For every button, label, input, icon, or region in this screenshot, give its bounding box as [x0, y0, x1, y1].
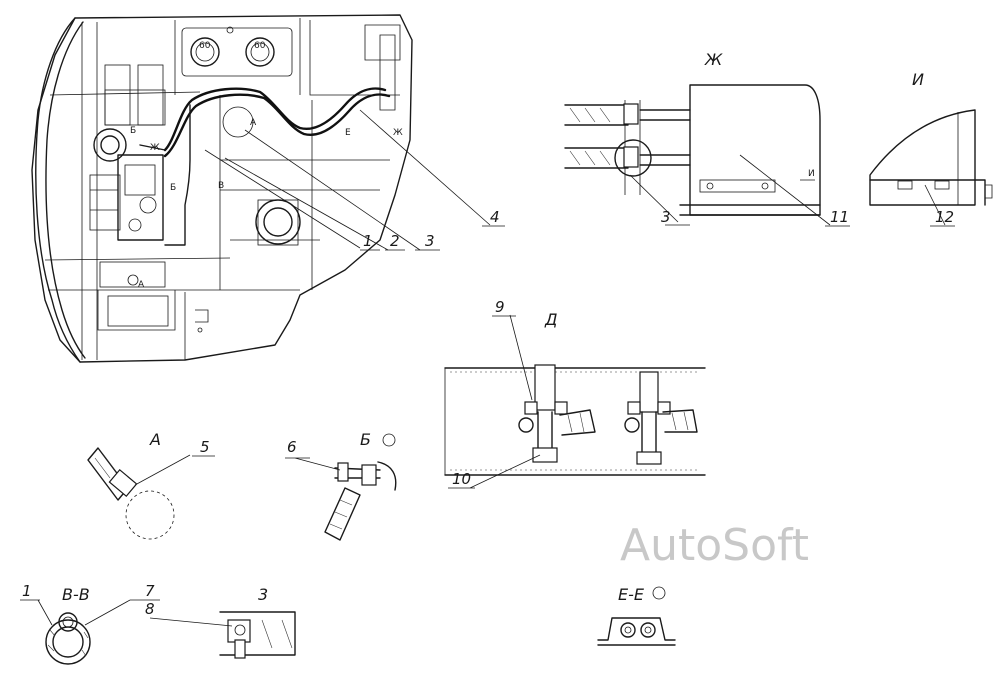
view-zh: Ж И 3 11: [564, 50, 850, 227]
main-letter-zh: Ж: [393, 128, 403, 138]
section-ee-title: Е-Е: [618, 585, 645, 604]
main-letter-a2: А: [138, 280, 145, 290]
view-a: А 5: [87, 430, 215, 540]
view-zh-callout-3: 3: [661, 208, 671, 226]
section-vv: В-В 1 7 8: [20, 582, 160, 665]
watermark: AutoSoft: [620, 520, 809, 571]
view-a-title: А: [149, 430, 161, 449]
view-zh-title: Ж: [704, 50, 723, 69]
main-view: 60 60: [31, 14, 505, 363]
main-letter-e: Е: [345, 128, 351, 138]
section-vv-callout-8: 8: [145, 600, 155, 618]
callout-4: 4: [490, 208, 500, 226]
callout-2: 2: [390, 232, 400, 250]
view-a-callout-5: 5: [200, 438, 210, 456]
view-b: Б 6: [285, 430, 397, 541]
view-d: Д 9 10: [444, 298, 706, 489]
view-d-callout-9: 9: [495, 298, 505, 316]
callout-1: 1: [363, 232, 373, 250]
section-ee: Е-Е: [597, 585, 676, 646]
main-letter-b: Б: [130, 126, 136, 136]
callout-3: 3: [425, 232, 435, 250]
gauge-label-2: 60: [254, 41, 266, 51]
gauge-label-1: 60: [199, 41, 211, 51]
section-vv-callout-7: 7: [145, 582, 155, 600]
view-zh-callout-11: 11: [830, 208, 849, 226]
main-letter-a: А: [250, 118, 257, 128]
section-vv-callout-1: 1: [22, 582, 32, 600]
view-i: И 12: [869, 70, 993, 227]
view-d-title: Д: [544, 310, 558, 329]
main-letter-b2: Б: [170, 183, 176, 193]
view-i-callout-12: 12: [935, 208, 954, 226]
view-d-callout-10: 10: [452, 470, 471, 488]
view-3-title: 3: [258, 585, 268, 604]
section-vv-title: В-В: [62, 585, 90, 604]
view-3: 3: [149, 585, 296, 659]
main-letter-v: В: [218, 181, 224, 191]
main-letter-zh2: Ж: [150, 143, 160, 153]
view-b-title: Б: [360, 430, 371, 449]
view-zh-letter-i: И: [808, 169, 815, 179]
view-b-callout-6: 6: [287, 438, 297, 456]
view-i-title: И: [912, 70, 924, 89]
